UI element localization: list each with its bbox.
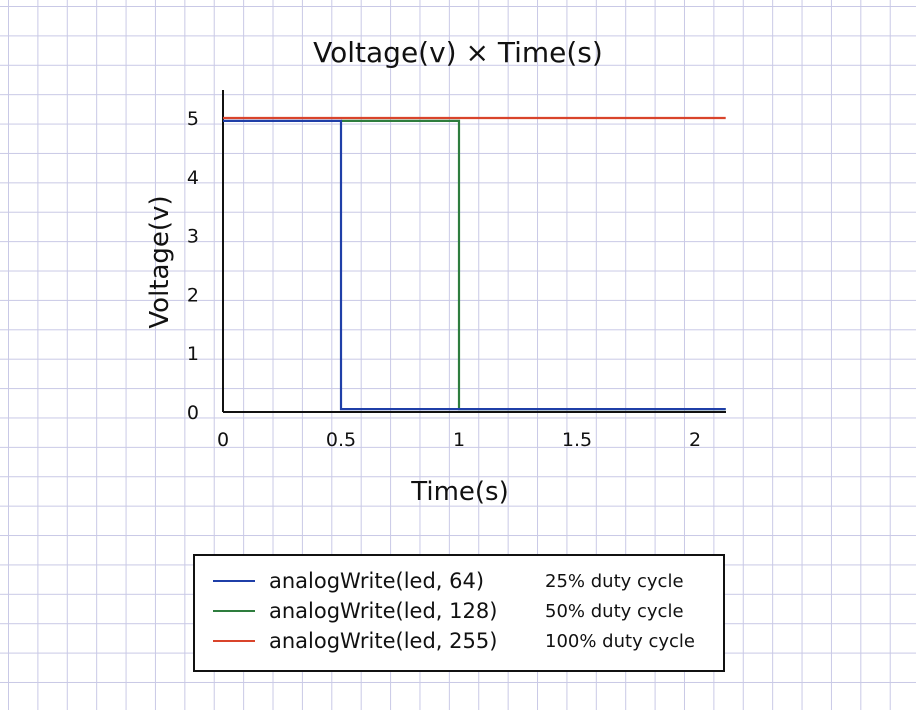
y-tick-label: 1 <box>187 343 199 365</box>
y-tick-label: 4 <box>187 167 199 189</box>
series-line-1 <box>341 119 726 411</box>
x-tick-label: 2 <box>689 429 701 451</box>
y-tick-label: 5 <box>187 108 199 130</box>
y-tick-label: 0 <box>187 402 199 424</box>
chart-legend: analogWrite(led, 64) 25% duty cycle anal… <box>193 554 725 672</box>
legend-entry-255: analogWrite(led, 255) 100% duty cycle <box>213 626 723 656</box>
x-tick-label: 1 <box>453 429 465 451</box>
plot-area <box>222 90 726 413</box>
x-tick-label: 0.5 <box>326 429 356 451</box>
legend-label: analogWrite(led, 64) <box>269 569 485 593</box>
chart-title: Voltage(v) × Time(s) <box>313 36 603 69</box>
x-axis-label: Time(s) <box>410 477 508 507</box>
legend-entry-128: analogWrite(led, 128) 50% duty cycle <box>213 596 723 626</box>
legend-label: analogWrite(led, 255) <box>269 629 498 653</box>
legend-swatch-blue <box>213 580 255 582</box>
legend-description: 25% duty cycle <box>545 570 684 592</box>
legend-label: analogWrite(led, 128) <box>269 599 498 623</box>
y-tick-label: 2 <box>187 284 199 306</box>
legend-swatch-green <box>213 610 255 612</box>
y-axis-label: Voltage(v) <box>145 195 175 328</box>
tick-labels: 0 0.5 1 1.5 2 0 1 2 3 4 5 <box>187 108 701 451</box>
x-tick-label: 0 <box>217 429 229 451</box>
y-tick-label: 3 <box>187 226 199 248</box>
legend-swatch-red <box>213 640 255 642</box>
legend-description: 100% duty cycle <box>545 630 695 652</box>
series-line-0 <box>223 119 726 411</box>
legend-entry-64: analogWrite(led, 64) 25% duty cycle <box>213 566 723 596</box>
x-tick-label: 1.5 <box>562 429 592 451</box>
legend-description: 50% duty cycle <box>545 600 684 622</box>
